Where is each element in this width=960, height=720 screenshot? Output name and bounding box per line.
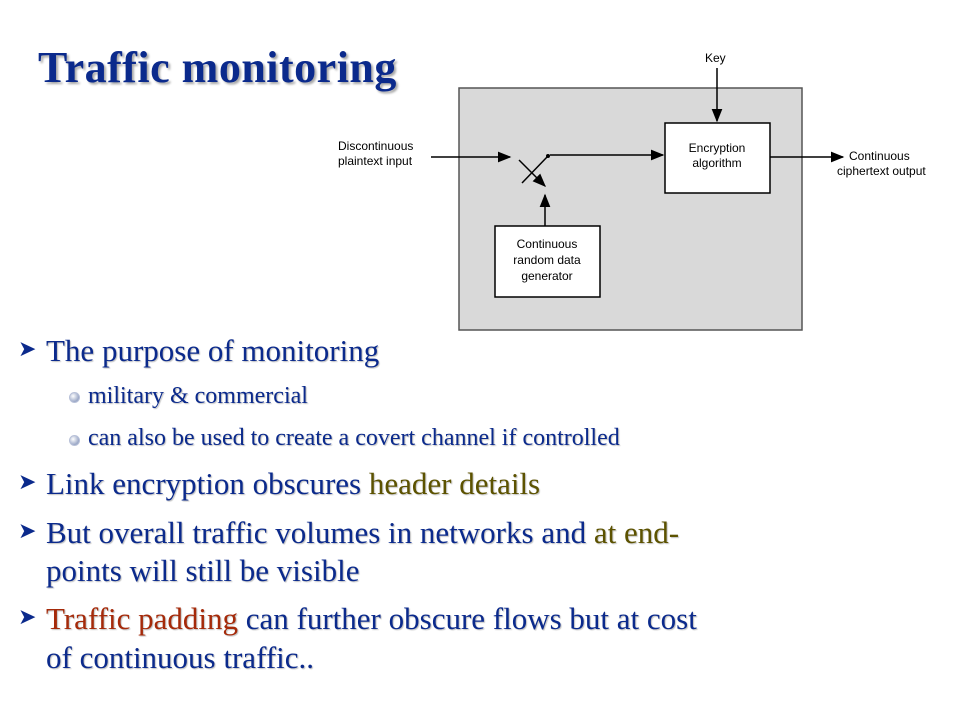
random-data-generator-box (494, 225, 601, 298)
bullet-arrow-icon: ➤ (18, 337, 37, 362)
bullet-arrow-icon: ➤ (18, 470, 37, 495)
encryption-algorithm-box (664, 122, 771, 194)
bullet-traffic-volumes: But overall traffic volumes in networks … (46, 515, 679, 551)
sub-bullet-military: military & commercial (88, 383, 308, 409)
bullet-traffic-volumes-line2: points will still be visible (46, 553, 360, 588)
page-title: Traffic monitoring (38, 43, 397, 92)
highlight-traffic-padding: Traffic padding (46, 601, 239, 636)
sub-bullet-covert: can also be used to create a covert chan… (88, 425, 620, 451)
switch-contact (521, 155, 549, 184)
bullet-arrow-icon: ➤ (18, 605, 37, 630)
bullet-arrow-icon: ➤ (18, 519, 37, 544)
switch-pivot (546, 154, 550, 158)
input-label-line2: plaintext input (338, 154, 413, 168)
highlight-header-details: header details (368, 466, 541, 501)
bullet-traffic-padding: Traffic padding can further obscure flow… (46, 601, 697, 637)
output-label-line1: Continuous (849, 149, 910, 163)
key-label: Key (705, 51, 726, 65)
bullet-link-encryption: Link encryption obscures header details (46, 466, 540, 502)
bullet-traffic-padding-line2: of continuous traffic.. (46, 640, 315, 675)
generator-label-line2: random data (513, 253, 581, 267)
input-label-line1: Discontinuous (338, 139, 413, 153)
encryption-label-line2: algorithm (692, 156, 741, 170)
bullet-traffic-padding-text: can further obscure flows but at cost (238, 601, 697, 636)
bullet-purpose: The purpose of monitoring (46, 333, 380, 368)
generator-label-line3: generator (521, 269, 572, 283)
sub-bullet-dot-icon (69, 392, 80, 403)
bullet-link-encryption-text: Link encryption obscures (46, 466, 369, 501)
highlight-end-points: at end- (593, 515, 680, 550)
output-label-line2: ciphertext output (837, 164, 926, 178)
bullet-traffic-volumes-text: But overall traffic volumes in networks … (46, 515, 594, 550)
sub-bullet-dot-icon (69, 435, 80, 446)
generator-label-line1: Continuous (517, 237, 578, 251)
encryption-label-line1: Encryption (689, 141, 746, 155)
